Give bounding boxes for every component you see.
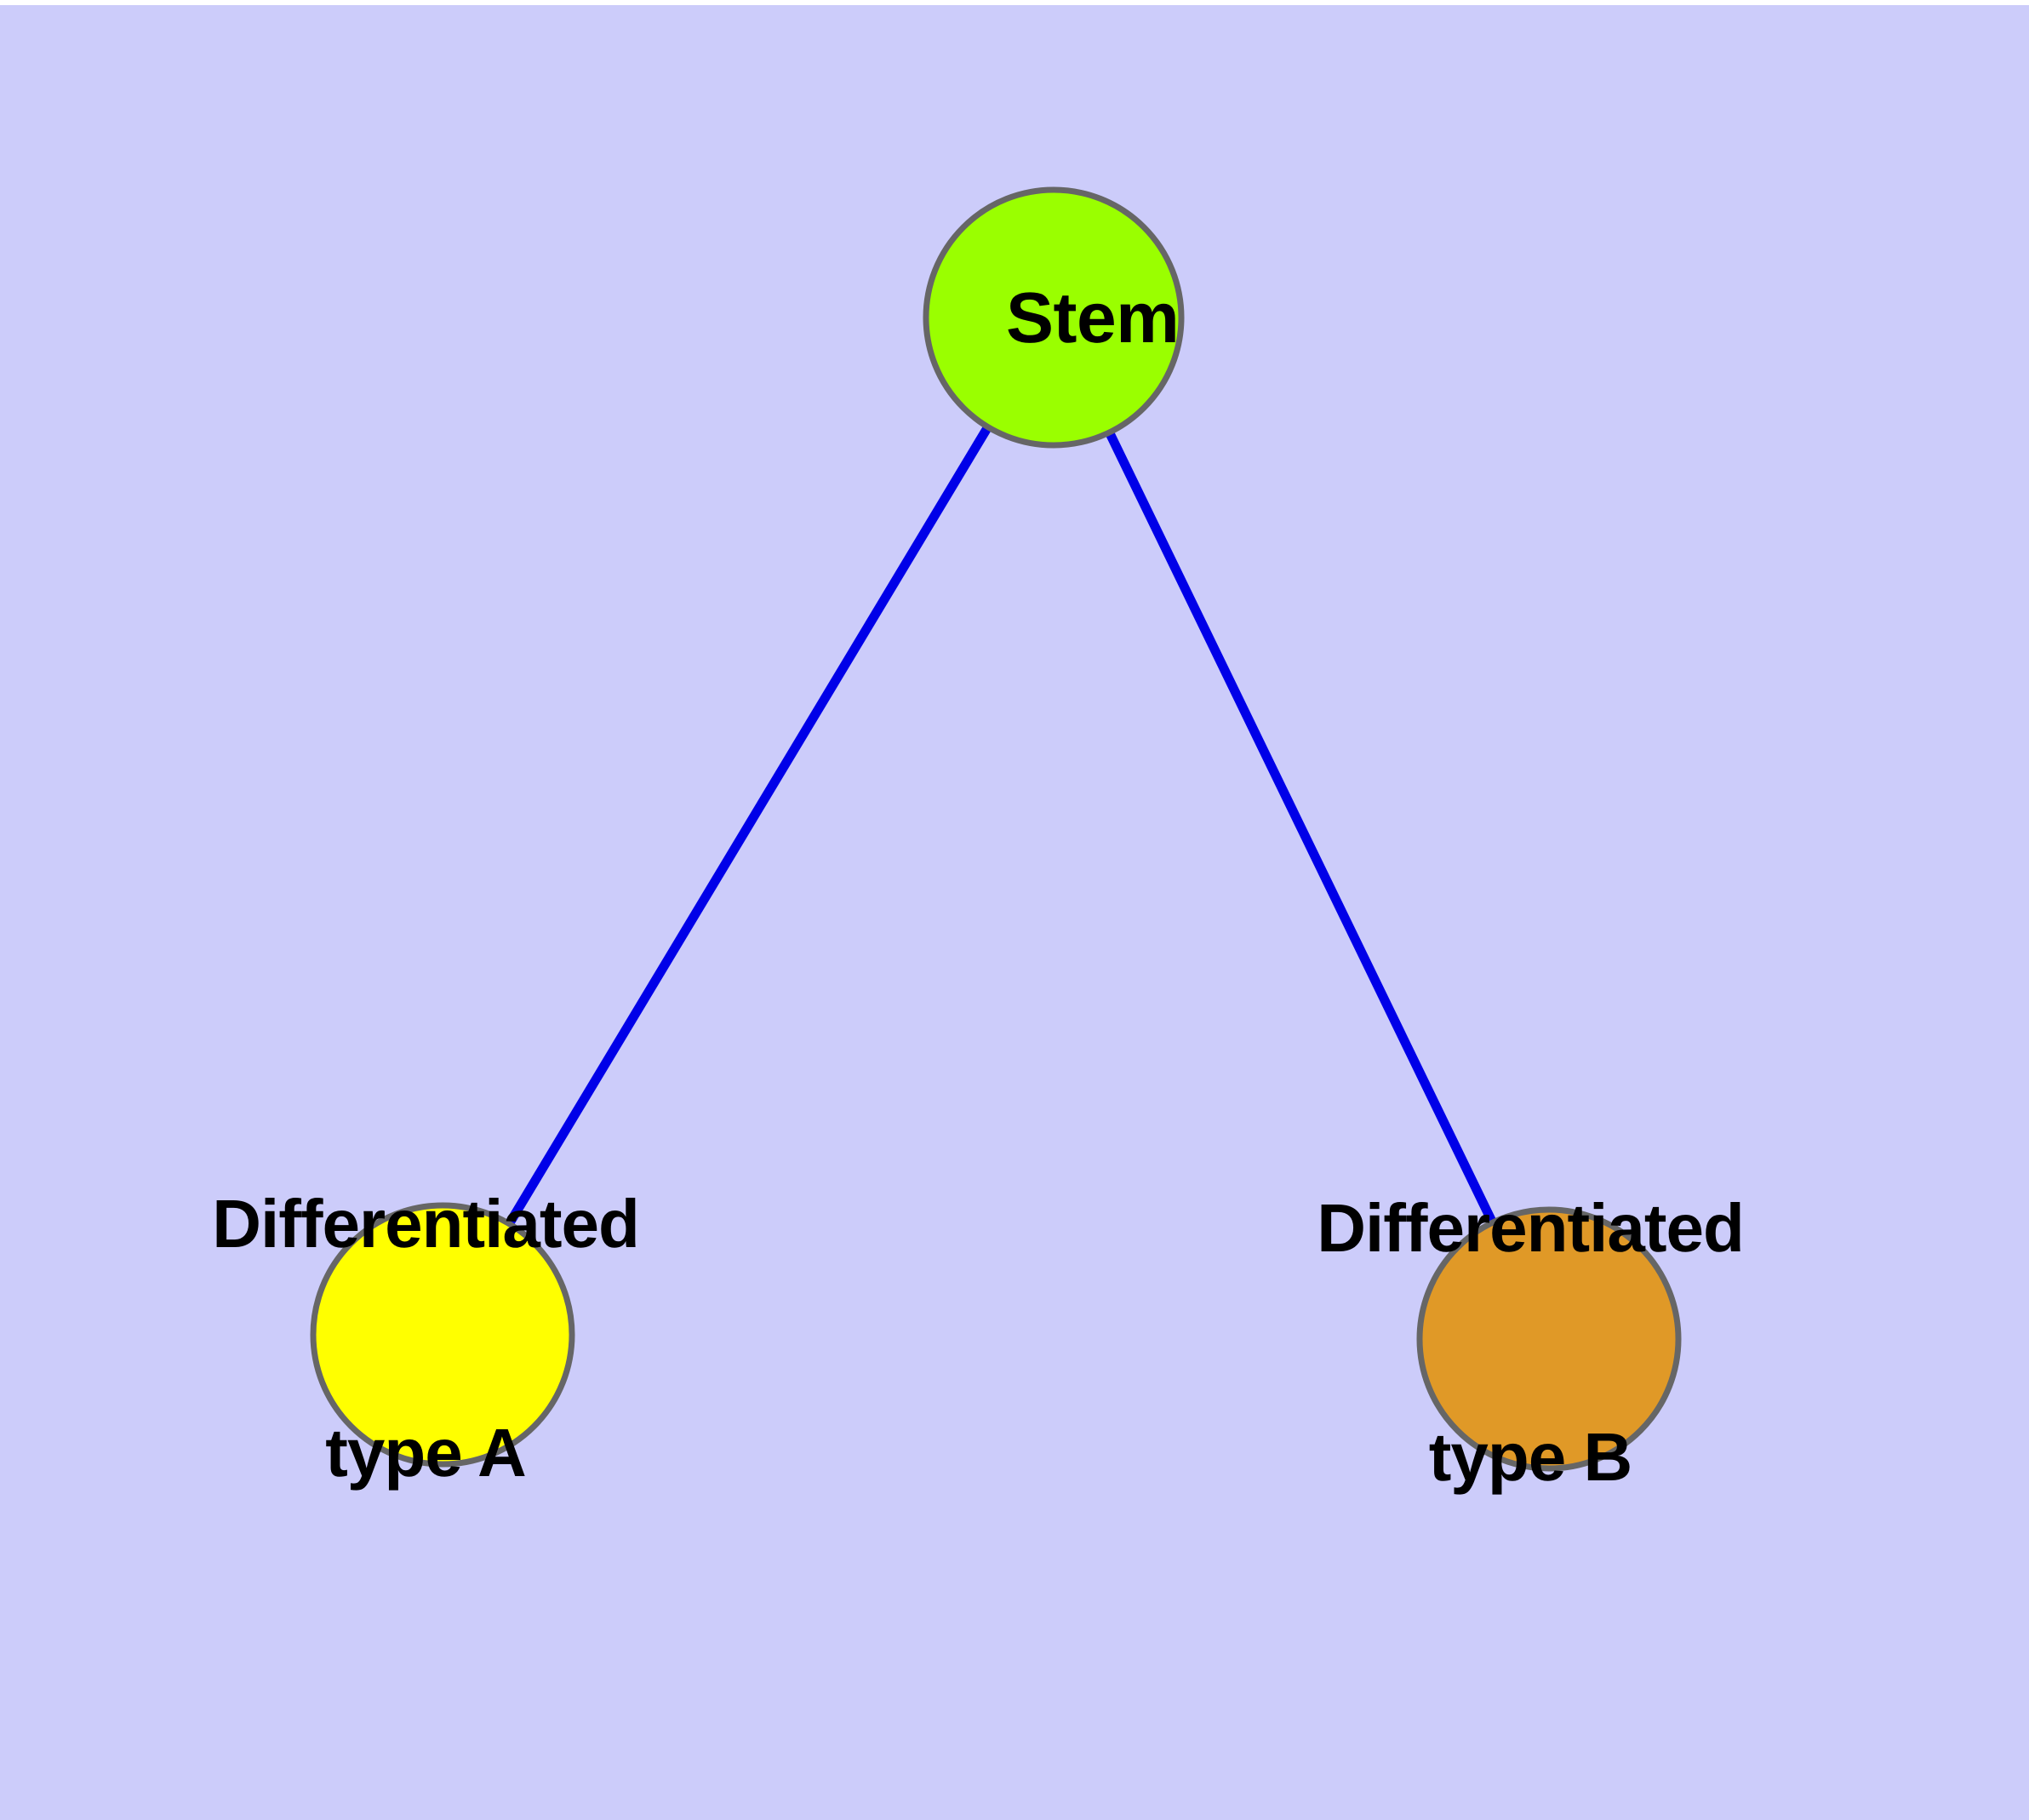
node-stem-circle[interactable] bbox=[923, 186, 1185, 449]
edge-stem-to-diff-b[interactable] bbox=[1049, 315, 1553, 1342]
edge-layer bbox=[438, 315, 1553, 1342]
node-diff-a-circle[interactable] bbox=[310, 1202, 575, 1468]
edge-stem-to-diff-a[interactable] bbox=[438, 315, 1058, 1337]
node-diff-b-circle[interactable] bbox=[1416, 1206, 1682, 1472]
top-white-strip bbox=[0, 0, 2029, 5]
node-layer bbox=[310, 186, 1682, 1472]
